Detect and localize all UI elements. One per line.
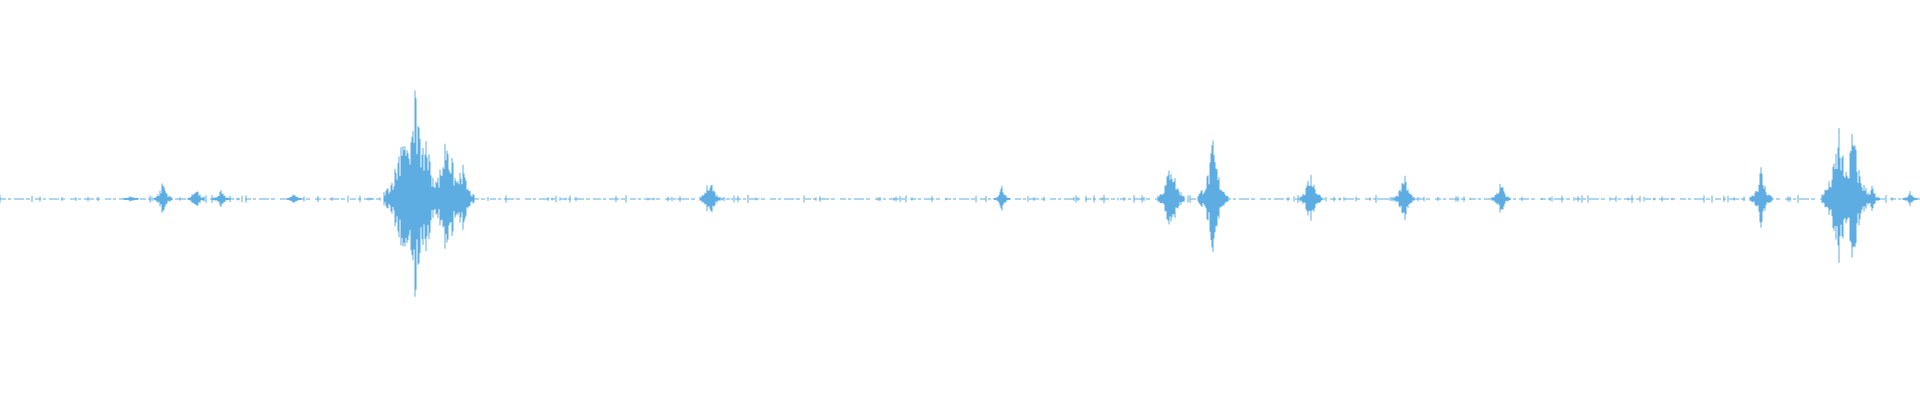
waveform-samples xyxy=(0,90,1918,297)
